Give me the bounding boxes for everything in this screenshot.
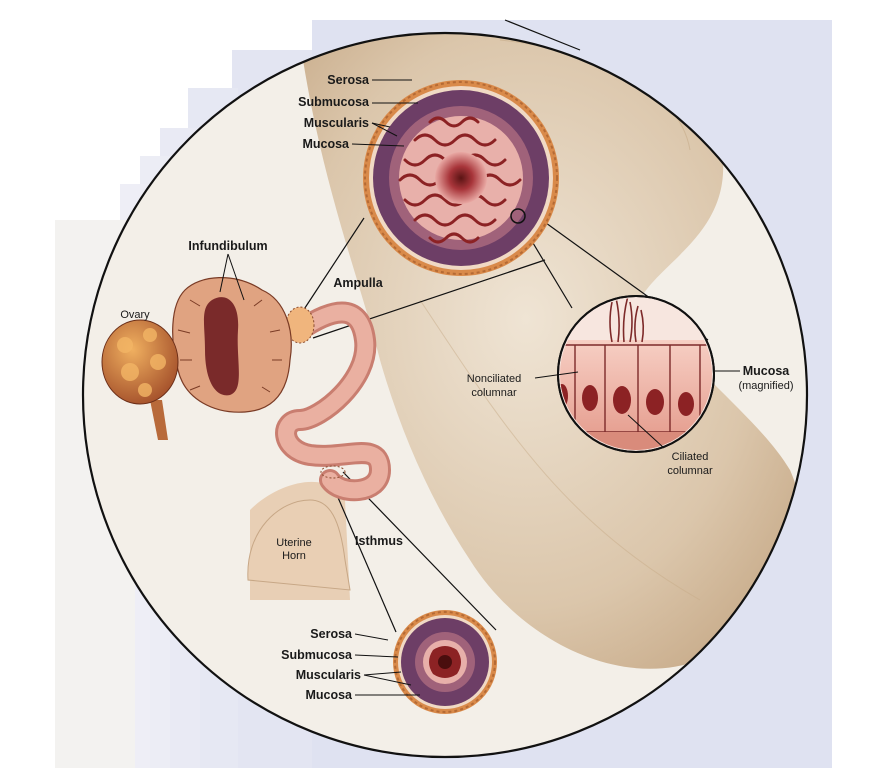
label-leaders [219, 79, 740, 696]
ciliated-label-line2: columnar [667, 465, 713, 477]
oviduct-tube [275, 301, 392, 502]
ampulla-cross-section [363, 80, 559, 276]
ampulla-label: Ampulla [333, 276, 383, 290]
isthmus-serosa-label: Serosa [310, 627, 353, 641]
isthmus-label: Isthmus [355, 534, 403, 548]
nonciliated-label-line1: Nonciliated [467, 373, 521, 385]
isthmus-muscularis-label: Muscularis [296, 668, 361, 682]
uterine-horn-label-line1: Uterine [276, 537, 311, 549]
nonciliated-label-line2: columnar [471, 387, 517, 399]
ampulla-submucosa-label: Submucosa [298, 95, 370, 109]
labels: Serosa Submucosa Muscularis Mucosa Infun… [120, 73, 793, 702]
ampulla-mucosa-label: Mucosa [302, 137, 350, 151]
isthmus-submucosa-label: Submucosa [281, 648, 353, 662]
isthmus-cross-section [393, 610, 497, 714]
infundibulum-label: Infundibulum [188, 239, 267, 253]
ampulla-serosa-label: Serosa [327, 73, 370, 87]
magnified-mucosa [557, 295, 715, 453]
mucosa-magnified-label-line1: Mucosa [743, 364, 791, 378]
mucosa-magnified-label-line2: (magnified) [738, 380, 793, 392]
ovary-label: Ovary [120, 309, 150, 321]
ovary-shape [101, 319, 179, 440]
main-circle-outline [81, 31, 809, 759]
uterine-horn-stub [247, 499, 351, 591]
infundibulum-shape [172, 277, 292, 413]
isthmus-mucosa-label: Mucosa [305, 688, 353, 702]
ciliated-label-line1: Ciliated [672, 451, 709, 463]
ampulla-muscularis-label: Muscularis [304, 116, 369, 130]
uterine-horn-label-line2: Horn [282, 550, 306, 562]
